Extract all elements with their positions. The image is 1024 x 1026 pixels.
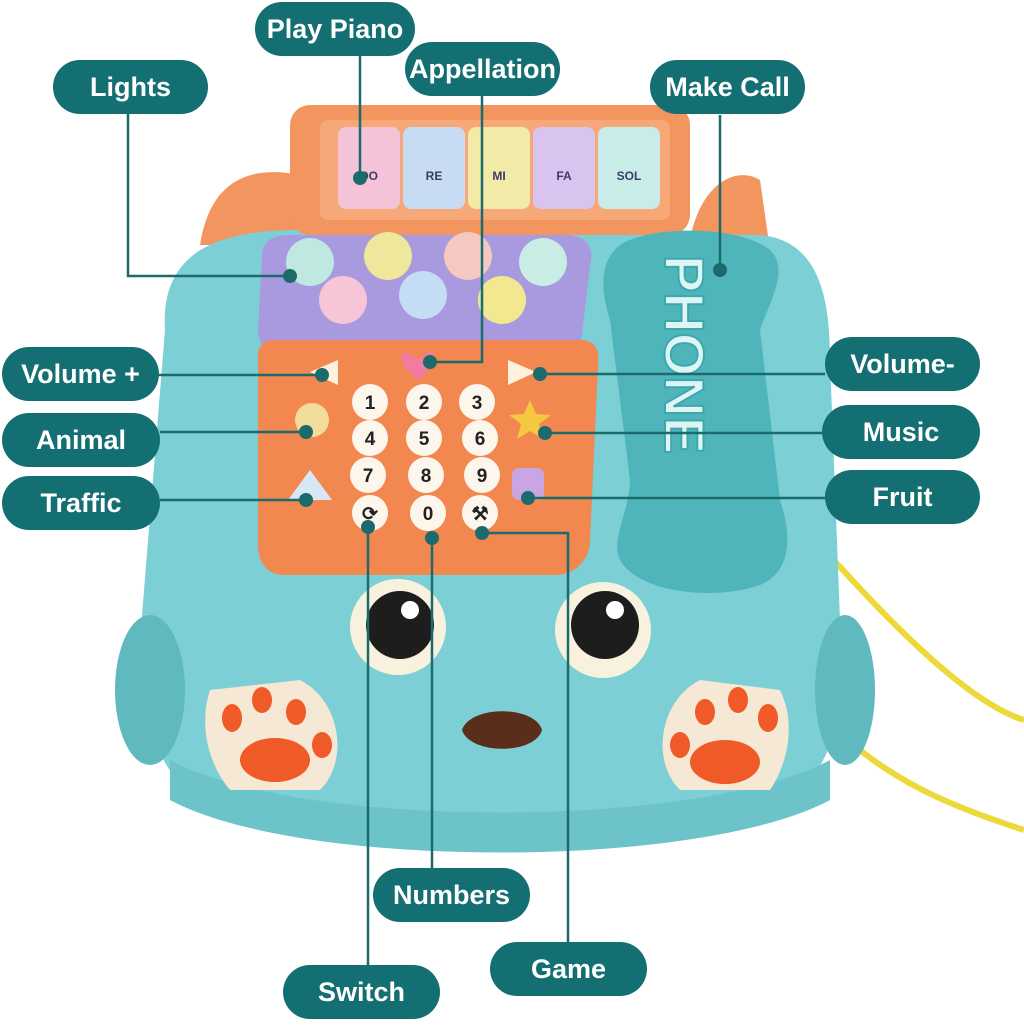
digit-label: 6 [475, 429, 486, 450]
callout-fruit: Fruit [825, 470, 980, 524]
piano-key-re[interactable] [403, 127, 465, 209]
piano-key-fa[interactable] [533, 127, 595, 209]
piano-keys: DO RE MI FA SOL [338, 127, 660, 209]
piano-key-sol-label: SOL [617, 169, 642, 183]
callout-appellation: Appellation [405, 42, 560, 96]
keypad-digits: 1 2 3 4 5 6 7 8 9 0 ⟳ ⚒ [350, 384, 500, 531]
leader-dot [538, 426, 552, 440]
piano-key-fa-label: FA [556, 169, 572, 183]
right-ear [690, 175, 770, 250]
right-paw [662, 680, 789, 790]
digit-label: 0 [423, 504, 434, 525]
right-wheel [815, 615, 875, 765]
digit-key[interactable] [410, 495, 446, 531]
leader-dot [423, 355, 437, 369]
light-bulb[interactable] [399, 271, 447, 319]
digit-label: 1 [365, 393, 376, 414]
leader-game [482, 531, 570, 942]
callout-music: Music [822, 405, 980, 459]
leader-dot [533, 367, 547, 381]
light-bulb[interactable] [478, 276, 526, 324]
callout-volume-up: Volume + [2, 347, 159, 401]
light-bulb[interactable] [444, 232, 492, 280]
digit-key[interactable] [352, 384, 388, 420]
piano-key-do[interactable] [338, 127, 400, 209]
digit-key[interactable] [352, 420, 388, 456]
leader-dot [299, 493, 313, 507]
piano-key-mi-label: MI [492, 169, 505, 183]
leader-appellation [430, 95, 484, 364]
game-key[interactable] [462, 495, 498, 531]
piano-key-sol[interactable] [598, 127, 660, 209]
callout-volume-down: Volume- [825, 337, 980, 391]
leader-dot [521, 491, 535, 505]
fruit-button[interactable] [512, 468, 544, 500]
left-wheel [115, 615, 185, 765]
handset[interactable] [603, 230, 788, 593]
digit-label: 5 [419, 429, 430, 450]
callout-traffic: Traffic [2, 476, 160, 530]
callout-numbers: Numbers [373, 868, 530, 922]
light-bulbs [286, 232, 567, 324]
hammer-icon: ⚒ [471, 504, 488, 525]
digit-key[interactable] [406, 384, 442, 420]
callout-game: Game [490, 942, 647, 996]
traffic-button[interactable] [288, 470, 332, 500]
digit-label: 9 [477, 466, 488, 487]
leader-lines [126, 55, 825, 965]
digit-key[interactable] [462, 420, 498, 456]
digit-key[interactable] [408, 457, 444, 493]
leader-dot [283, 269, 297, 283]
leader-dot [299, 425, 313, 439]
callout-make-call: Make Call [650, 60, 805, 114]
light-bulb[interactable] [364, 232, 412, 280]
digit-label: 7 [363, 466, 374, 487]
leader-lights [126, 113, 290, 278]
leader-dot [353, 171, 367, 185]
leader-dot [713, 263, 727, 277]
switch-arrows-icon: ⟳ [362, 504, 378, 525]
callout-lights: Lights [53, 60, 208, 114]
digit-key[interactable] [406, 420, 442, 456]
digit-key[interactable] [350, 457, 386, 493]
leader-dot [315, 368, 329, 382]
callout-play-piano: Play Piano [255, 2, 415, 56]
switch-key[interactable] [352, 495, 388, 531]
piano-key-re-label: RE [426, 169, 443, 183]
digit-key[interactable] [459, 384, 495, 420]
leader-dot [475, 526, 489, 540]
digit-label: 2 [419, 393, 430, 414]
light-bulb[interactable] [519, 238, 567, 286]
front-bumper [170, 760, 830, 853]
digit-label: 4 [365, 429, 376, 450]
piano-key-mi[interactable] [468, 127, 530, 209]
digit-key[interactable] [464, 457, 500, 493]
left-paw [205, 680, 338, 790]
light-bulb[interactable] [319, 276, 367, 324]
light-bulb[interactable] [286, 238, 334, 286]
digit-label: 8 [421, 466, 432, 487]
digit-label: 3 [472, 393, 483, 414]
callout-animal: Animal [2, 413, 160, 467]
callout-switch: Switch [283, 965, 440, 1019]
phone-cord-loop [817, 542, 1024, 723]
handset-text: PHONE [653, 255, 716, 454]
leader-dot [425, 531, 439, 545]
leader-dot [361, 520, 375, 534]
nose [462, 711, 542, 749]
volume-down-button[interactable] [508, 360, 536, 385]
music-star-button[interactable] [509, 400, 551, 439]
